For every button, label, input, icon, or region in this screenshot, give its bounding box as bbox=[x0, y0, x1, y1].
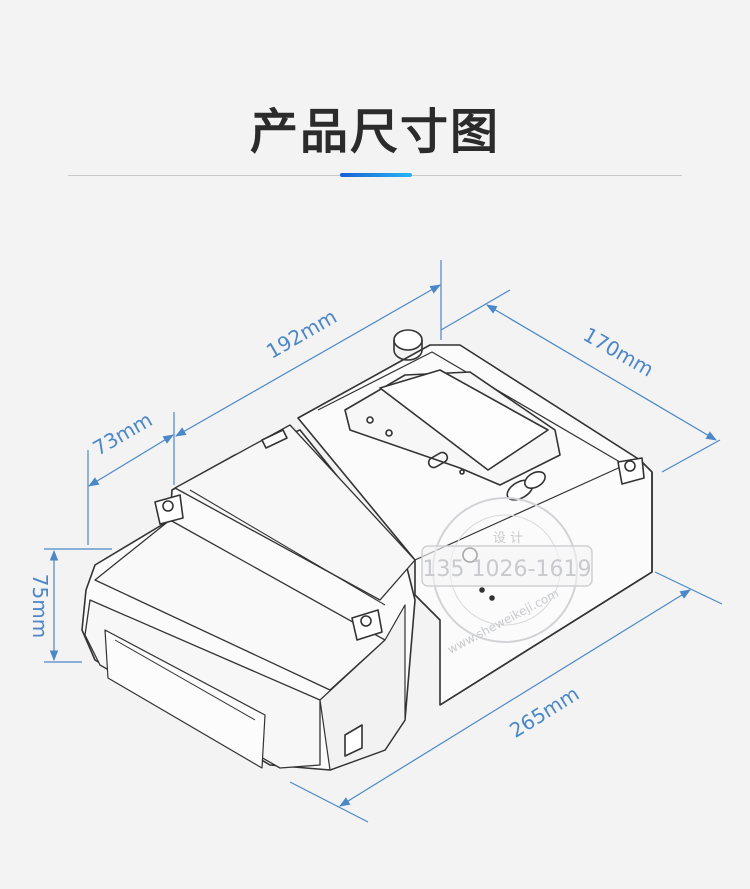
cover-seal-screw-left bbox=[154, 494, 184, 525]
watermark-brand: 设 计 bbox=[493, 531, 523, 546]
title-accent-bar bbox=[340, 173, 412, 177]
top-seal-knob bbox=[393, 329, 423, 351]
dim-label-75: 75mm bbox=[28, 574, 52, 638]
terminal-window bbox=[104, 629, 266, 769]
dim-label-73: 73mm bbox=[89, 407, 157, 460]
button-2 bbox=[524, 471, 546, 489]
watermark-phone: 135 1026-1619 bbox=[423, 557, 592, 582]
dim-line-73 bbox=[88, 434, 174, 487]
dim-line-170 bbox=[486, 304, 717, 441]
dim-label-192: 192mm bbox=[262, 304, 341, 363]
page-title: 产品尺寸图 bbox=[249, 104, 500, 160]
dim-label-265: 265mm bbox=[505, 681, 583, 742]
ir-port bbox=[427, 451, 449, 469]
dim-label-170: 170mm bbox=[579, 322, 658, 381]
dim-line-192 bbox=[175, 284, 441, 437]
dimension-annotations bbox=[44, 260, 723, 823]
dim-line-265 bbox=[339, 589, 691, 807]
